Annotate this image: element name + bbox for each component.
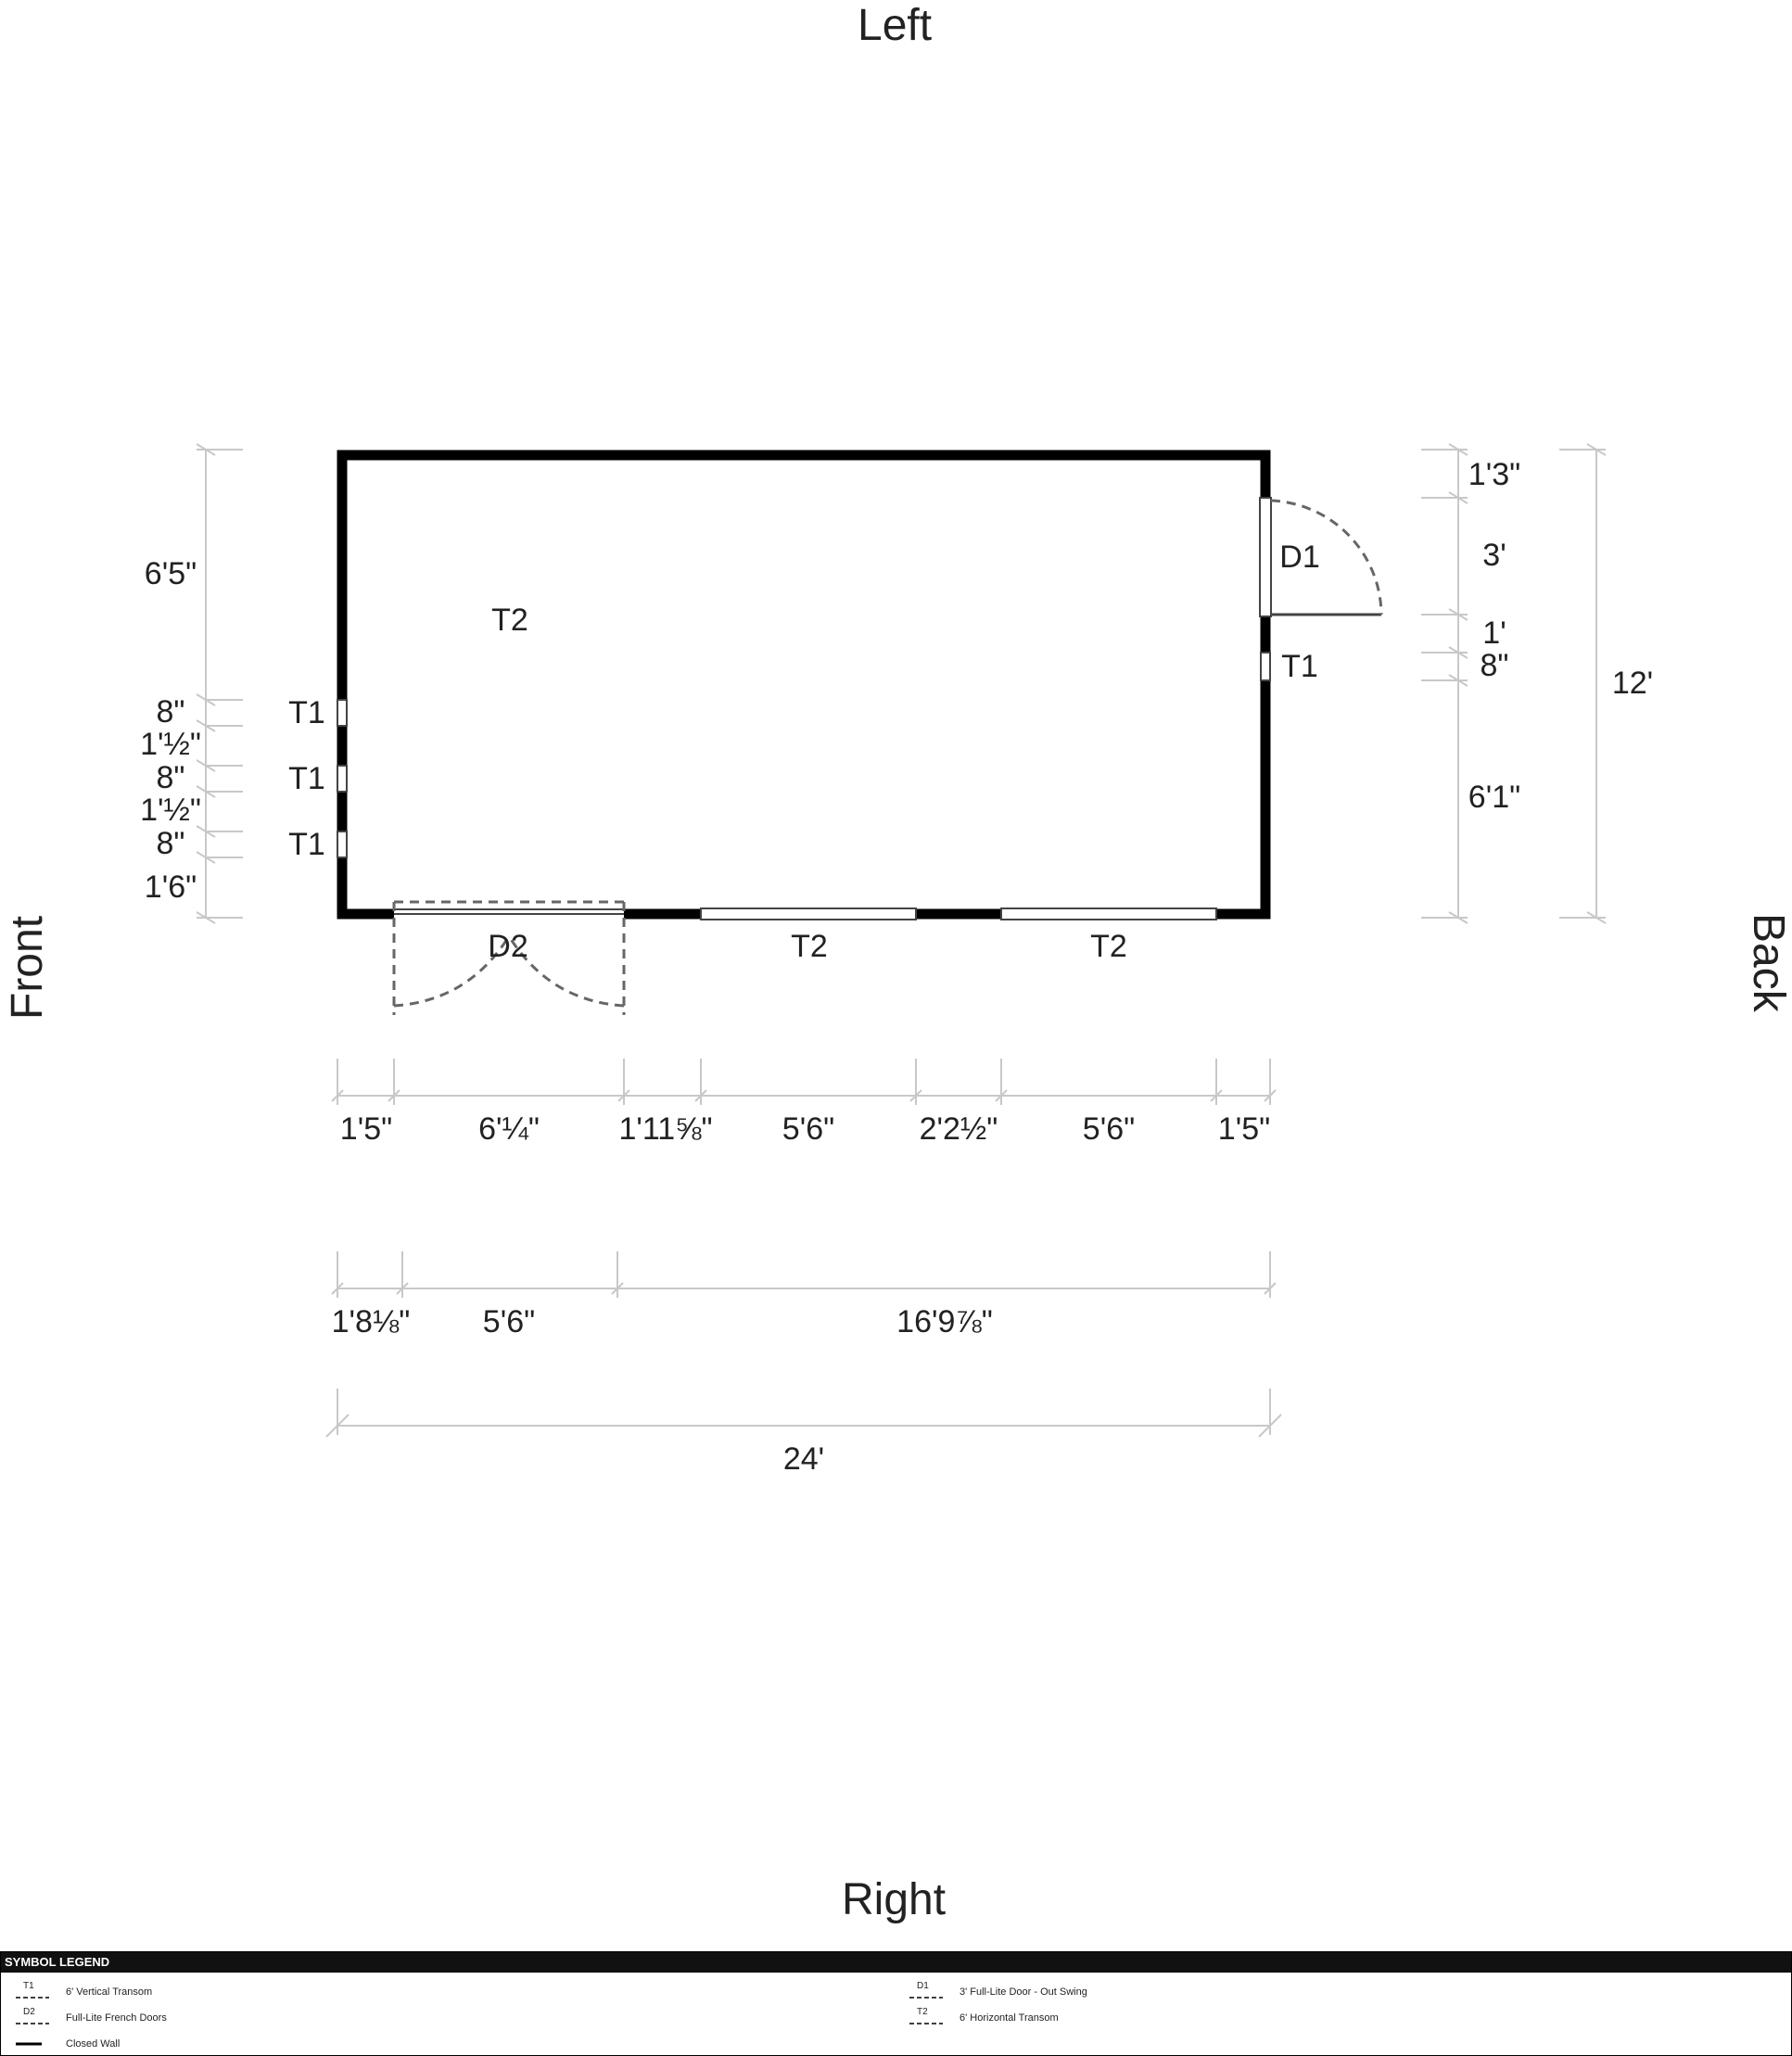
tag-t1-front-1: T1 (288, 695, 325, 730)
legend-code-t1: T1 (23, 1981, 34, 1991)
tag-d1: D1 (1279, 539, 1319, 575)
side-label-right: Right (842, 1875, 947, 1924)
t2-transom-right-1 (700, 907, 917, 920)
dim-right-r1-1: 1'5" (340, 1111, 392, 1147)
t2-transom-right-2 (1000, 907, 1217, 920)
tag-t2-right-1: T2 (791, 929, 828, 964)
dim-front-4: 8" (157, 760, 185, 795)
d1-door-swing (1270, 499, 1383, 616)
tag-t1-back: T1 (1281, 649, 1318, 684)
dim-back-total: 12' (1612, 666, 1653, 701)
legend-code-d2: D2 (23, 2007, 35, 2017)
vertical-transom-symbol-icon: T1 (14, 1981, 51, 2003)
dim-back-2: 3' (1482, 538, 1506, 573)
legend-code-t2: T2 (917, 2007, 928, 2017)
legend-code-d1: D1 (917, 1981, 929, 1991)
horizontal-transom-symbol-icon: T2 (908, 2007, 945, 2029)
tag-t1-front-2: T1 (288, 761, 325, 796)
dim-right-r1-2: 6'¼" (478, 1111, 540, 1147)
legend-label-t1: 6' Vertical Transom (66, 1986, 153, 1998)
dim-back-5: 6'1" (1468, 780, 1520, 815)
symbol-legend: SYMBOL LEGEND T1 6' Vertical Transom D2 … (0, 1951, 1792, 2056)
dim-front-6: 8" (157, 826, 185, 861)
dim-front-3: 1'½" (140, 727, 201, 762)
dim-back-3: 1' (1482, 616, 1506, 651)
dim-right-r1-5: 2'2½" (920, 1111, 998, 1147)
t1-transom-front-2 (337, 765, 348, 793)
d2-french-doors (392, 900, 626, 1015)
t1-transom-front-1 (337, 699, 348, 727)
legend-item-t1: T1 6' Vertical Transom (14, 1980, 152, 2004)
front-wall-openings (337, 699, 348, 858)
tag-t2-left: T2 (491, 603, 528, 638)
dim-front-1: 6'5" (145, 556, 197, 591)
legend-label-d1: 3' Full-Lite Door - Out Swing (960, 1986, 1087, 1998)
dim-overall-length: 24' (783, 1441, 824, 1477)
t1-transom-back (1260, 652, 1271, 681)
french-doors-symbol-icon: D2 (14, 2007, 51, 2029)
legend-label-t2: 6' Horizontal Transom (960, 2012, 1059, 2024)
legend-item-closed-wall: Closed Wall (14, 2032, 120, 2056)
legend-item-t2: T2 6' Horizontal Transom (908, 2006, 1059, 2030)
out-swing-door-symbol-icon: D1 (908, 1981, 945, 2003)
d1-door-opening (1259, 497, 1272, 617)
dim-back-1: 1'3" (1468, 457, 1520, 492)
tag-t1-front-3: T1 (288, 827, 325, 862)
legend-item-d2: D2 Full-Lite French Doors (14, 2006, 167, 2030)
dim-right-r1-3: 1'11⅝" (618, 1111, 712, 1147)
floor-plan-drawing: D1 D2 T1 T1 T1 T1 T2 T2 T2 6'5" 8" 1'½" … (140, 443, 1653, 1477)
tag-d2: D2 (488, 929, 527, 964)
dimension-lines (196, 443, 1607, 1438)
dim-right-r2-1: 1'8⅛" (332, 1304, 411, 1339)
dim-right-r2-3: 16'9⅞" (896, 1304, 993, 1339)
t1-transom-front-3 (337, 831, 348, 858)
dim-right-r1-4: 5'6" (782, 1111, 834, 1147)
building-walls (337, 450, 1271, 920)
side-label-left: Left (858, 1, 933, 50)
dim-front-2: 8" (157, 694, 185, 730)
dim-right-r1-6: 5'6" (1083, 1111, 1135, 1147)
dim-front-7: 1'6" (145, 869, 197, 905)
right-wall-openings (394, 907, 1217, 920)
dim-back-4: 8" (1481, 648, 1509, 683)
tag-t2-right-2: T2 (1090, 929, 1127, 964)
legend-item-d1: D1 3' Full-Lite Door - Out Swing (908, 1980, 1087, 2004)
dim-right-r2-2: 5'6" (483, 1304, 535, 1339)
back-wall-openings (1259, 497, 1272, 681)
closed-wall-symbol-icon (14, 2033, 51, 2055)
legend-title: SYMBOL LEGEND (1, 1952, 1791, 1973)
legend-label-d2: Full-Lite French Doors (66, 2012, 167, 2024)
dim-right-r1-7: 1'5" (1218, 1111, 1270, 1147)
dim-front-5: 1'½" (140, 793, 201, 828)
legend-label-closed-wall: Closed Wall (66, 2038, 121, 2050)
